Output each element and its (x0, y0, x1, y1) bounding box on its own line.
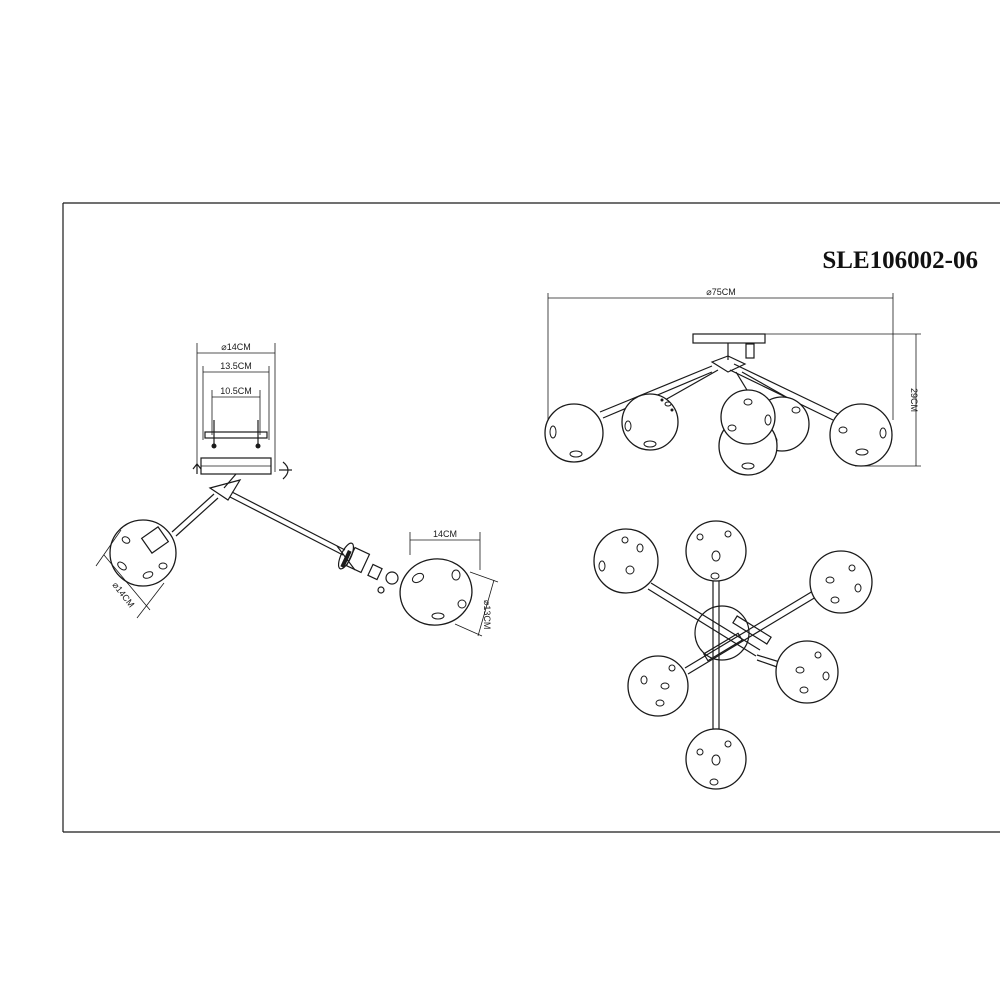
side-view: ⌀14CM 13.5CM 10.5CM (95, 342, 499, 637)
socket-assembly (336, 542, 399, 594)
globe-small-width-label: 14CM (433, 529, 457, 539)
canopy-diameter-label: ⌀14CM (221, 342, 250, 352)
overall-diameter-label: ⌀75CM (706, 287, 735, 297)
arm-hub (208, 479, 242, 501)
globe-small: 14CM ⌀13CM (399, 529, 499, 637)
model-title: SLE106002-06 (822, 247, 978, 274)
front-canopy (692, 333, 766, 344)
inner-width-label: 10.5CM (220, 386, 252, 396)
globe-large: ⌀14CM (95, 519, 177, 619)
globe-small-diameter-label: ⌀13CM (482, 600, 492, 629)
mount-width-label: 13.5CM (220, 361, 252, 371)
mounting-bar (204, 431, 268, 439)
top-view (593, 520, 873, 790)
height-label: 29CM (909, 388, 919, 412)
canopy-dimensions: ⌀14CM 13.5CM 10.5CM (192, 342, 292, 480)
front-view: ⌀75CM 29CM (544, 287, 921, 476)
